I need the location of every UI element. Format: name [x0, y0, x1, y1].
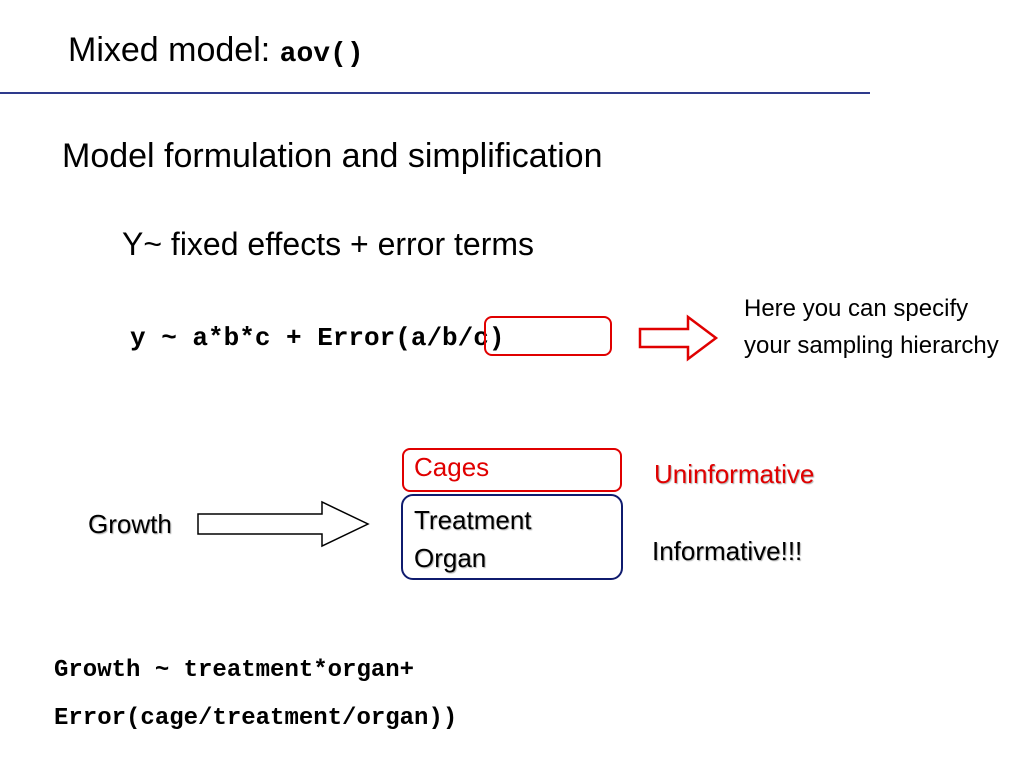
top-level-label: Cages	[414, 452, 490, 482]
title-divider	[0, 92, 870, 94]
outline-right-arrow-icon	[197, 500, 370, 548]
lower-levels-verdict: Informative!!!	[652, 536, 803, 566]
response-label: Growth	[88, 509, 172, 539]
outline-right-arrow-icon	[638, 314, 719, 362]
example-code-line: Growth ~ treatment*organ+	[54, 657, 415, 684]
section-heading: Model formulation and simplification	[62, 137, 603, 175]
top-level-box	[402, 448, 622, 492]
example-code-line: Error(cage/treatment/organ))	[54, 705, 458, 732]
lower-levels-box	[401, 494, 623, 580]
lower-level-label: Organ	[414, 543, 487, 573]
formula-code: y ~ a*b*c + Error(a/b/c)	[130, 322, 504, 354]
formula-code-main: y ~ a*b*c + Error	[130, 323, 396, 353]
slide-title-text: Mixed model:	[68, 31, 280, 69]
general-formula: Y~ fixed effects + error terms	[122, 226, 535, 262]
lower-level-label: Treatment	[414, 505, 532, 535]
slide-title: Mixed model: aov()	[68, 30, 364, 75]
error-term-highlight	[484, 316, 612, 356]
top-level-verdict: Uninformative	[654, 459, 815, 489]
slide-title-code: aov()	[279, 39, 364, 70]
hierarchy-note: Here you can specify your sampling hiera…	[744, 295, 999, 359]
